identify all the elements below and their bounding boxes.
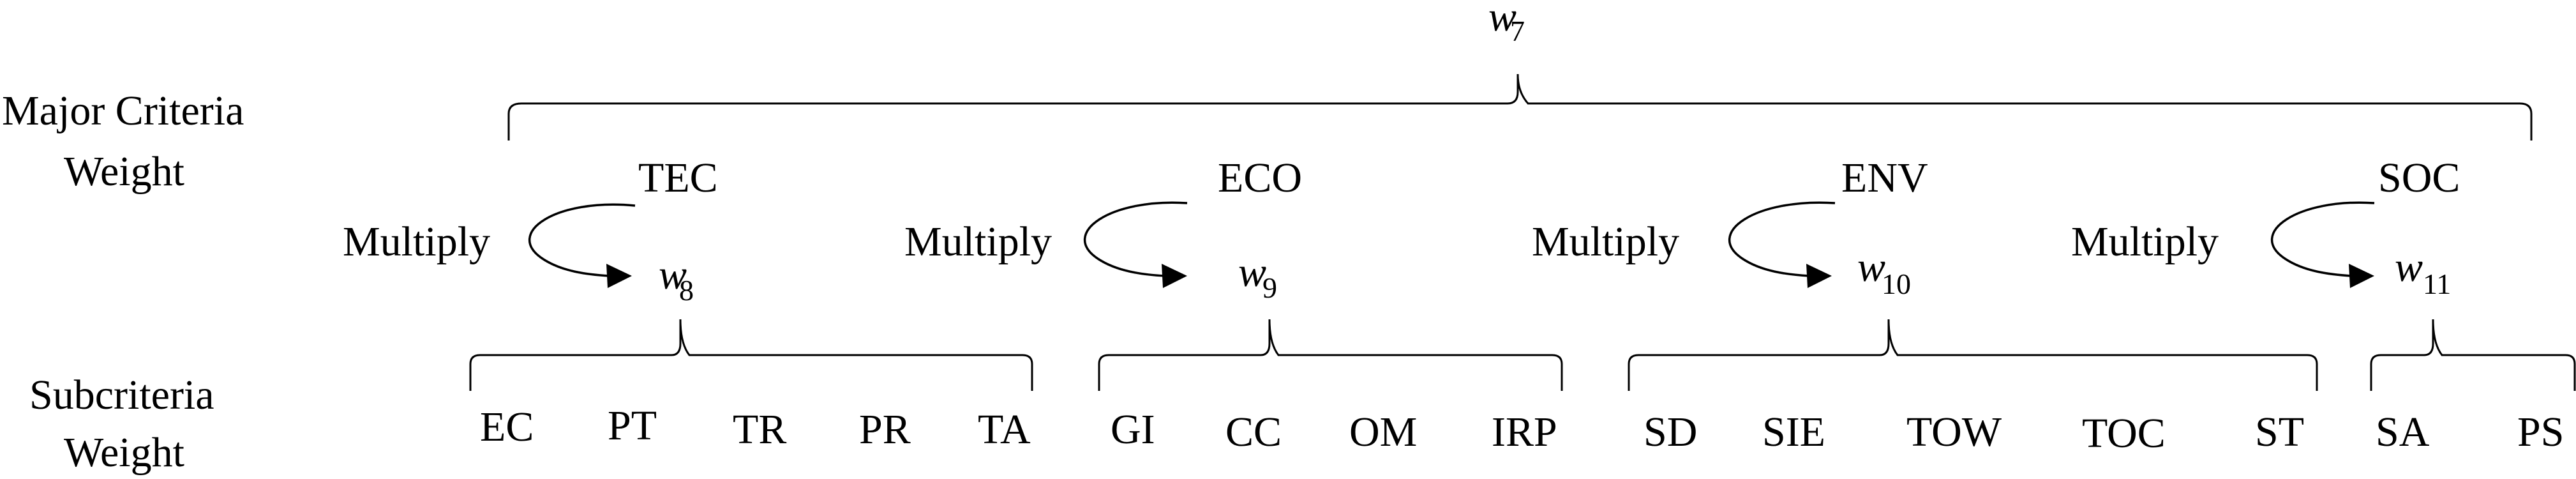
major-criteria-label-line1: Major Criteria xyxy=(2,87,244,134)
multiply-arrow-curve xyxy=(528,203,636,277)
subcriteria-bracket xyxy=(2370,319,2576,391)
weight-subscript: 10 xyxy=(1882,268,1911,300)
criterion-label: ECO xyxy=(1218,155,1302,201)
subcriterion-label: PT xyxy=(608,402,657,449)
weight-symbol: w xyxy=(659,252,687,298)
subcriteria-bracket xyxy=(1098,319,1563,391)
multiply-arrow-curve xyxy=(2270,201,2375,277)
subcriteria-bracket xyxy=(1628,319,2318,391)
subcriterion-label: TOC xyxy=(2082,410,2166,457)
subcriterion-label: TOW xyxy=(1906,409,2002,455)
criterion-label: SOC xyxy=(2378,155,2460,201)
multiply-label: Multiply xyxy=(343,218,490,265)
subcriterion-label: PR xyxy=(859,406,911,453)
multiply-label: Multiply xyxy=(1532,218,1679,265)
subcriterion-label: SD xyxy=(1644,409,1697,455)
subcriterion-label: OM xyxy=(1349,409,1417,455)
multiply-arrowhead-icon xyxy=(606,264,632,288)
subcriterion-label: IRP xyxy=(1492,409,1557,455)
weight-symbol: w xyxy=(1857,244,1885,291)
weight-subscript: 11 xyxy=(2423,268,2451,300)
subcriterion-label: ST xyxy=(2255,409,2304,455)
subcriterion-label: CC xyxy=(1225,409,1282,455)
multiply-arrow-curve xyxy=(1083,201,1188,277)
subcriterion-label: EC xyxy=(480,404,534,450)
multiply-label: Multiply xyxy=(2071,218,2219,265)
criterion-label: ENV xyxy=(1841,155,1928,201)
weight-subscript: 9 xyxy=(1262,271,1277,304)
multiply-arrowhead-icon xyxy=(1162,264,1187,288)
multiply-arrowhead-icon xyxy=(1806,264,1832,288)
subcriterion-label: PS xyxy=(2517,409,2564,455)
subcriteria-label-line2: Weight xyxy=(64,429,184,476)
major-criteria-bracket xyxy=(507,73,2533,141)
top-weight-symbol: w xyxy=(1488,0,1516,40)
subcriteria-label-line1: Subcriteria xyxy=(29,372,214,418)
subcriterion-label: TA xyxy=(978,406,1031,453)
subcriteria-bracket xyxy=(469,319,1033,391)
group-tec: TEC Multiply w 8 EC PT TR PR TA xyxy=(343,155,1033,453)
weight-subscript: 8 xyxy=(679,274,694,307)
subcriterion-label: GI xyxy=(1111,406,1155,453)
subcriterion-label: SA xyxy=(2376,409,2430,455)
group-eco: ECO Multiply w 9 GI CC OM IRP xyxy=(904,155,1563,455)
top-weight-subscript: 7 xyxy=(1510,15,1525,47)
group-env: ENV Multiply w 10 SD SIE TOW TOC ST xyxy=(1532,155,2318,457)
multiply-arrowhead-icon xyxy=(2349,264,2374,288)
weight-symbol: w xyxy=(2395,244,2423,291)
group-soc: SOC Multiply w 11 SA PS xyxy=(2071,155,2576,455)
major-criteria-label-line2: Weight xyxy=(64,148,184,195)
multiply-arrow-curve xyxy=(1728,201,1836,277)
subcriterion-label: TR xyxy=(733,406,786,453)
subcriterion-label: SIE xyxy=(1762,409,1825,455)
multiply-label: Multiply xyxy=(904,218,1052,265)
criterion-label: TEC xyxy=(638,155,718,201)
weight-symbol: w xyxy=(1238,249,1266,296)
